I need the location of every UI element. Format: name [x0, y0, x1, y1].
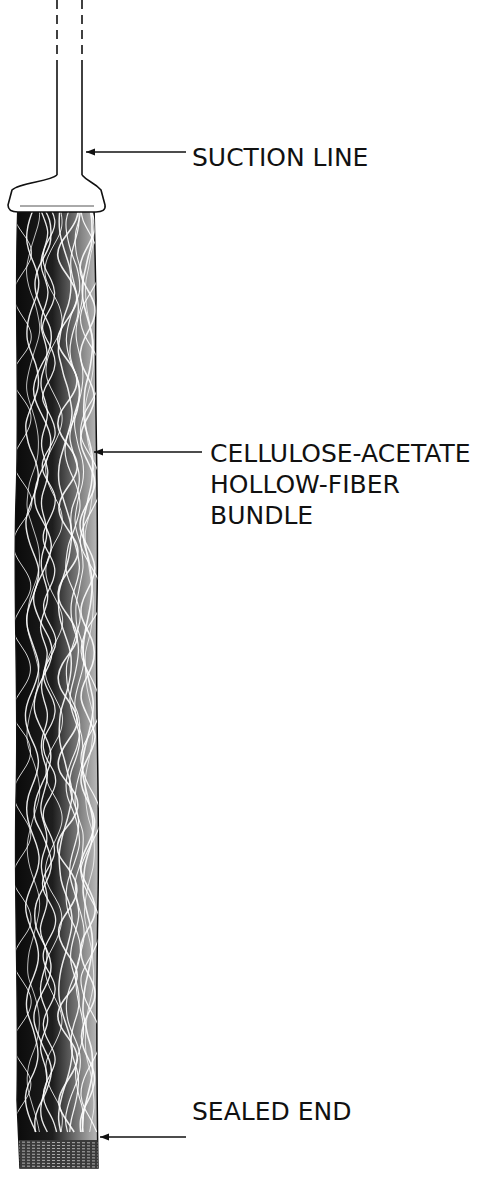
hollow-fiber — [65, 208, 80, 1132]
hollow-fibers — [12, 208, 101, 1132]
fiber-bundle — [15, 205, 98, 1168]
leader-lines — [86, 152, 202, 1137]
seal-hatch — [12, 1157, 102, 1158]
hollow-fiber — [58, 208, 72, 1132]
seal-hatch — [12, 1166, 102, 1167]
seal-hatch — [12, 1163, 102, 1164]
seal-plug — [10, 1140, 105, 1170]
hollow-fiber — [80, 208, 95, 1132]
part-label: CELLULOSE-ACETATE HOLLOW-FIBER BUNDLE — [210, 438, 478, 531]
hollow-fiber — [34, 208, 52, 1132]
seal-hatch — [12, 1154, 102, 1155]
seal-hatch — [12, 1148, 102, 1149]
hollow-fiber — [84, 208, 94, 1132]
seal-hatch — [12, 1151, 102, 1152]
part-label: SUCTION LINE — [192, 142, 392, 173]
hollow-fiber — [45, 208, 63, 1132]
seal-hatch — [12, 1142, 102, 1143]
suction-line — [57, 0, 82, 175]
hollow-fiber — [80, 208, 101, 1132]
part-label: SEALED END — [192, 1096, 392, 1127]
seal-hatch — [12, 1160, 102, 1161]
tube-fitting — [8, 175, 105, 212]
fitting-edge — [20, 206, 94, 207]
hollow-fiber — [25, 208, 39, 1132]
seal-hatch — [12, 1145, 102, 1146]
sealed-end — [10, 1140, 105, 1170]
